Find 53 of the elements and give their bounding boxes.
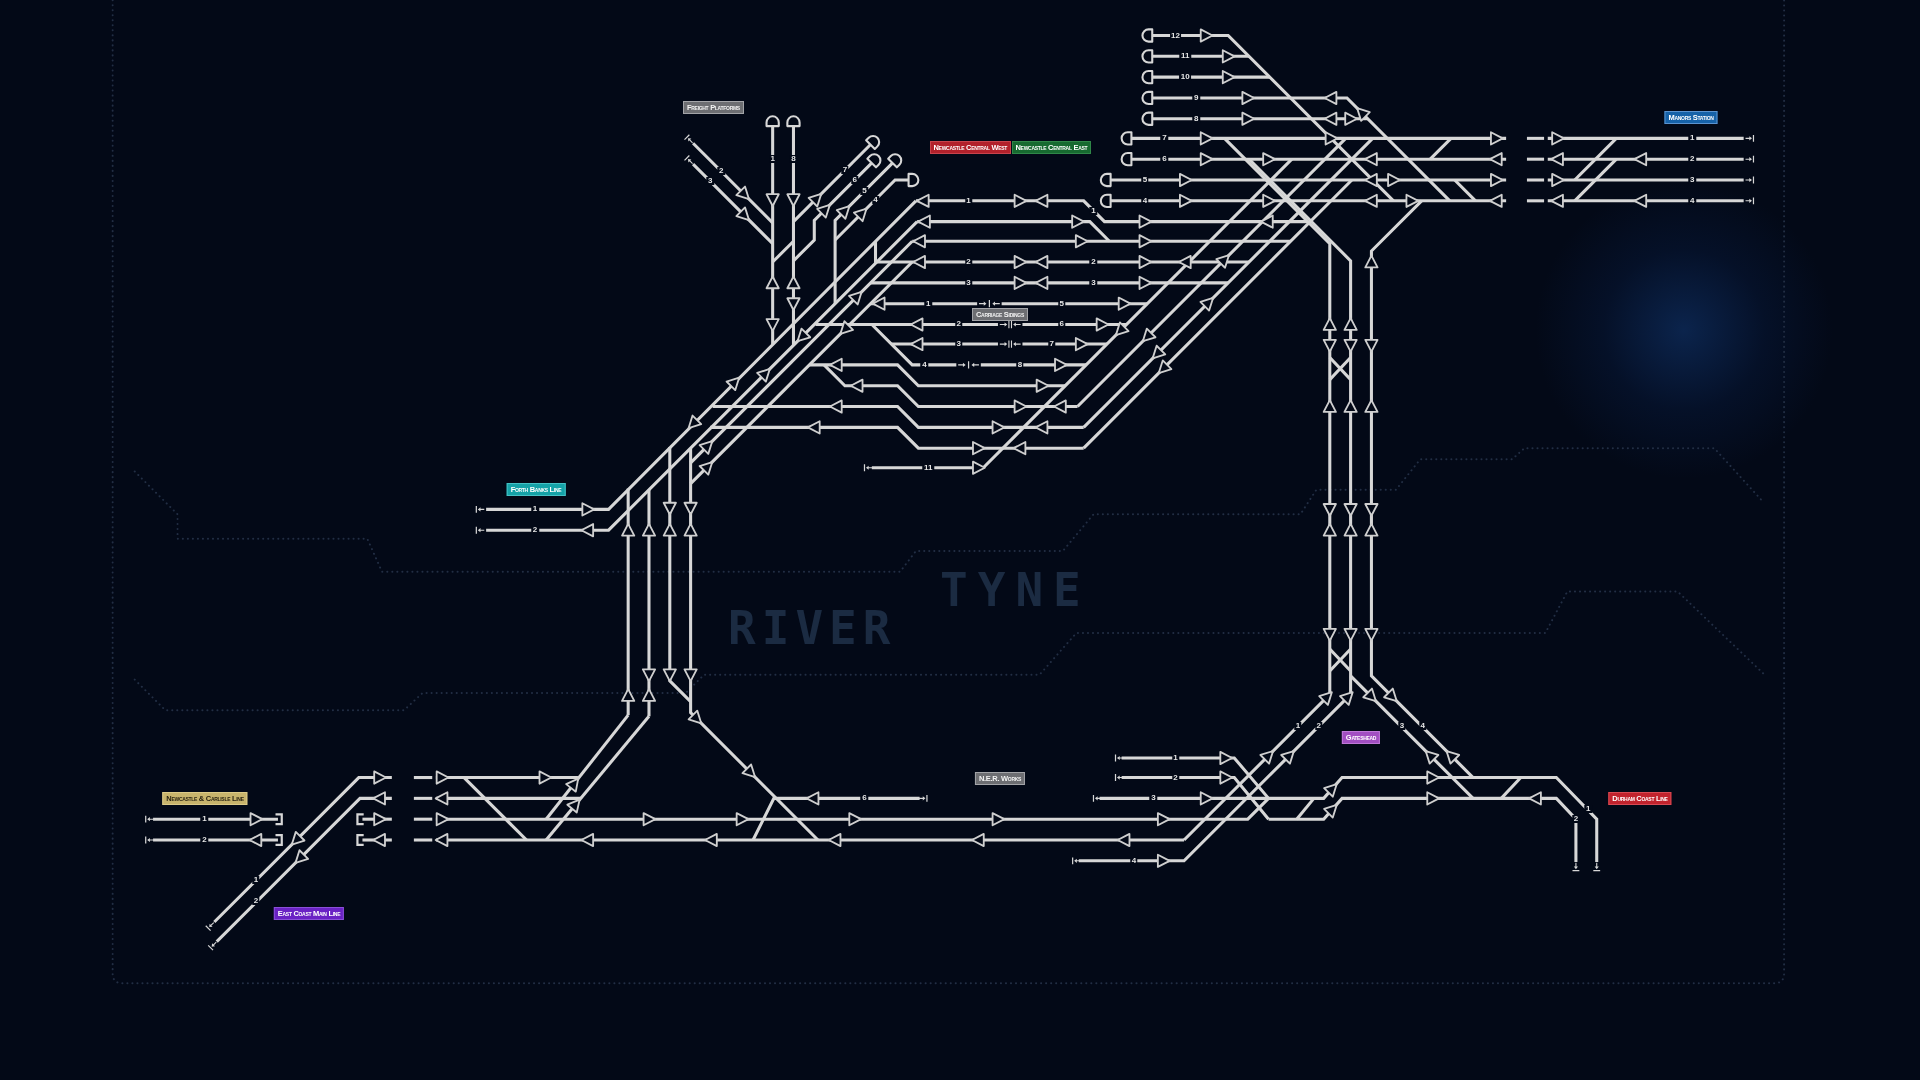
track-number: 4 (1419, 722, 1427, 731)
track-number: 1 (1089, 206, 1098, 215)
track-number: 1 (964, 196, 973, 205)
track-number: 5 (1141, 176, 1149, 184)
track-number: 5 (860, 187, 869, 195)
track-number: 8 (1016, 360, 1024, 369)
track-number: 2 (955, 320, 963, 329)
track-number: 2 (1315, 722, 1323, 731)
track-number: 2 (1572, 815, 1580, 824)
track-number: 4 (1130, 856, 1138, 865)
track-number: 2 (252, 897, 260, 906)
track-number: 4 (920, 360, 929, 369)
track-number: 1 (768, 155, 777, 164)
track-number: 3 (1089, 278, 1098, 287)
track-number: 2 (200, 836, 209, 844)
track-number: 8 (789, 155, 798, 164)
track-number: 8 (1192, 114, 1201, 123)
track-number: 1 (1584, 805, 1592, 814)
track-number: 1 (252, 876, 260, 885)
track-number: 1 (1171, 753, 1180, 762)
track-number: 1 (1688, 134, 1696, 143)
track-number: 6 (850, 176, 859, 184)
track-number: 1 (924, 299, 932, 308)
track-number: 3 (1149, 794, 1158, 803)
track-number: 5 (1057, 299, 1066, 308)
track-number: 2 (1688, 155, 1696, 164)
track-number: 11 (1179, 52, 1192, 61)
track-number: 1 (531, 505, 539, 514)
track-number: 6 (1057, 320, 1066, 329)
track-number: 2 (1171, 773, 1180, 782)
track-number: 9 (1192, 93, 1201, 102)
track-number: 3 (1398, 722, 1406, 731)
track-number: 12 (1169, 31, 1182, 40)
track-number: 6 (1160, 155, 1169, 164)
track-number: 3 (964, 278, 973, 287)
track-number: 6 (860, 794, 869, 803)
track-number: 2 (717, 167, 725, 176)
track-number: 7 (1160, 134, 1169, 143)
track-number: 3 (955, 340, 963, 349)
track-number: 10 (1179, 73, 1192, 82)
track-number: 4 (1688, 196, 1696, 205)
track-number: 1 (1294, 722, 1302, 731)
track-number: 1 (200, 815, 209, 824)
track-number: 3 (1688, 176, 1696, 184)
track-number: 7 (1048, 340, 1056, 349)
track-number: 3 (706, 177, 714, 186)
track-number: 4 (1141, 196, 1149, 205)
track-number: 2 (1089, 258, 1098, 267)
track-number: 4 (871, 195, 880, 204)
track-number: 2 (964, 258, 973, 267)
track-number: 7 (841, 166, 849, 175)
track-number: 2 (531, 526, 539, 535)
track-number: 11 (922, 463, 934, 472)
